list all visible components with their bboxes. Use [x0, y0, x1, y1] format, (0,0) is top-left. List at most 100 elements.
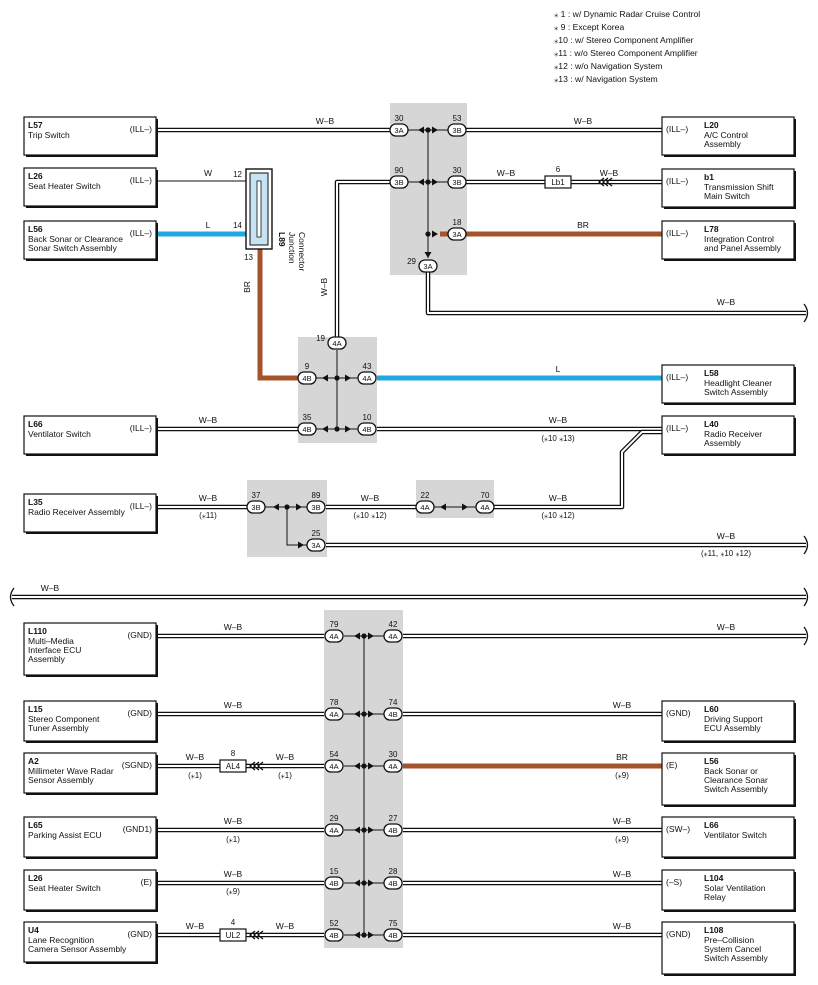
component-pin-label: (ILL–)	[130, 423, 152, 433]
junction-label: Connector	[297, 232, 307, 271]
junction-code: L89	[277, 232, 287, 247]
arrow-head	[418, 178, 424, 186]
terminal-oval	[324, 876, 344, 890]
component-box	[23, 752, 157, 794]
wire-break-mark	[803, 626, 809, 646]
wire-color-label: W–B	[276, 752, 295, 762]
component-name: Seat Heater Switch	[28, 883, 101, 893]
component-code: b1	[704, 172, 714, 182]
component-pin-label: (SGND)	[122, 760, 152, 770]
condition-note: (⁎9)	[615, 771, 629, 780]
component-pin-label: (ILL–)	[130, 228, 152, 238]
arrow-head	[368, 931, 374, 939]
arrow-head	[354, 632, 360, 640]
legend-note: ⁎11 : w/o Stereo Component Amplifier	[554, 48, 698, 58]
wire-color-label: W–B	[497, 168, 516, 178]
component-code: L56	[704, 756, 719, 766]
component-code: U4	[28, 925, 39, 935]
component-box	[661, 752, 795, 806]
condition-note: (⁎9)	[226, 887, 240, 896]
component-name-line2: and Panel Assembly	[704, 243, 782, 253]
splice-dot	[361, 880, 367, 886]
terminal-oval	[383, 876, 403, 890]
inline-connector-box	[219, 928, 247, 942]
terminal-oval	[324, 629, 344, 643]
wire-color-label: W–B	[199, 493, 218, 503]
connector-chevron	[605, 177, 613, 187]
component-box	[23, 116, 157, 156]
terminal-oval	[357, 422, 377, 436]
terminal-connector-id: 3B	[251, 503, 260, 512]
terminal-connector-id: 4B	[362, 425, 371, 434]
component-pin-label: (E)	[141, 877, 153, 887]
wire-color-label: W–B	[717, 531, 736, 541]
component-shadow	[26, 872, 158, 912]
component-shadow	[664, 872, 796, 912]
component-code: L66	[28, 419, 43, 429]
component-shadow	[26, 924, 158, 964]
wire-color-label: W–B	[613, 816, 632, 826]
component-box	[23, 493, 157, 533]
terminal-pin-number: 10	[363, 413, 372, 422]
terminal-oval	[383, 707, 403, 721]
component-code: L65	[28, 820, 43, 830]
wire-color-label: W–B	[549, 493, 568, 503]
terminal-pin-number: 90	[395, 166, 404, 175]
terminal-pin-number: 30	[453, 166, 462, 175]
terminal-connector-id: 3A	[452, 230, 461, 239]
wire-break-mark	[803, 303, 809, 323]
condition-note: (⁎10 ⁎12)	[353, 511, 387, 520]
wire-wb	[494, 429, 662, 510]
connector-chevron	[597, 177, 605, 187]
wire-color-label: L	[556, 364, 561, 374]
component-name: Trip Switch	[28, 130, 70, 140]
wire-color-label: BR	[242, 281, 252, 293]
condition-note: (⁎11, ⁎10 ⁎12)	[701, 549, 751, 558]
component-code: L78	[704, 224, 719, 234]
inline-connector-pin: 4	[231, 918, 236, 927]
connector-chevron	[601, 177, 609, 187]
component-shadow	[664, 755, 796, 807]
component-shadow	[26, 223, 158, 261]
terminal-oval	[297, 371, 317, 385]
terminal-pin-number: 52	[330, 919, 339, 928]
component-name: Parking Assist ECU	[28, 830, 102, 840]
component-name: Headlight Cleaner	[704, 378, 772, 388]
terminal-pin-number: 30	[389, 750, 398, 759]
terminal-pin-number: 75	[389, 919, 398, 928]
wire-wb-core	[494, 431, 662, 508]
terminal-connector-id: 3A	[394, 126, 403, 135]
terminal-pin-number: 89	[312, 491, 321, 500]
component-code: L66	[704, 820, 719, 830]
wire-color-label: W–B	[574, 116, 593, 126]
terminal-connector-id: 3A	[423, 262, 432, 271]
arrow-head	[432, 230, 438, 238]
component-shadow	[664, 119, 796, 157]
arrow-head	[368, 826, 374, 834]
component-code: L108	[704, 925, 724, 935]
terminal-oval	[306, 538, 326, 552]
component-name: Stereo Component	[28, 714, 100, 724]
wire-color-label: BR	[577, 220, 589, 230]
component-name: Integration Control	[704, 234, 774, 244]
component-code: L60	[704, 704, 719, 714]
terminal-connector-id: 4A	[362, 374, 371, 383]
terminal-oval	[383, 928, 403, 942]
component-name-line3: Switch Assembly	[704, 784, 769, 794]
arrow-head	[368, 879, 374, 887]
component-code: L57	[28, 120, 43, 130]
